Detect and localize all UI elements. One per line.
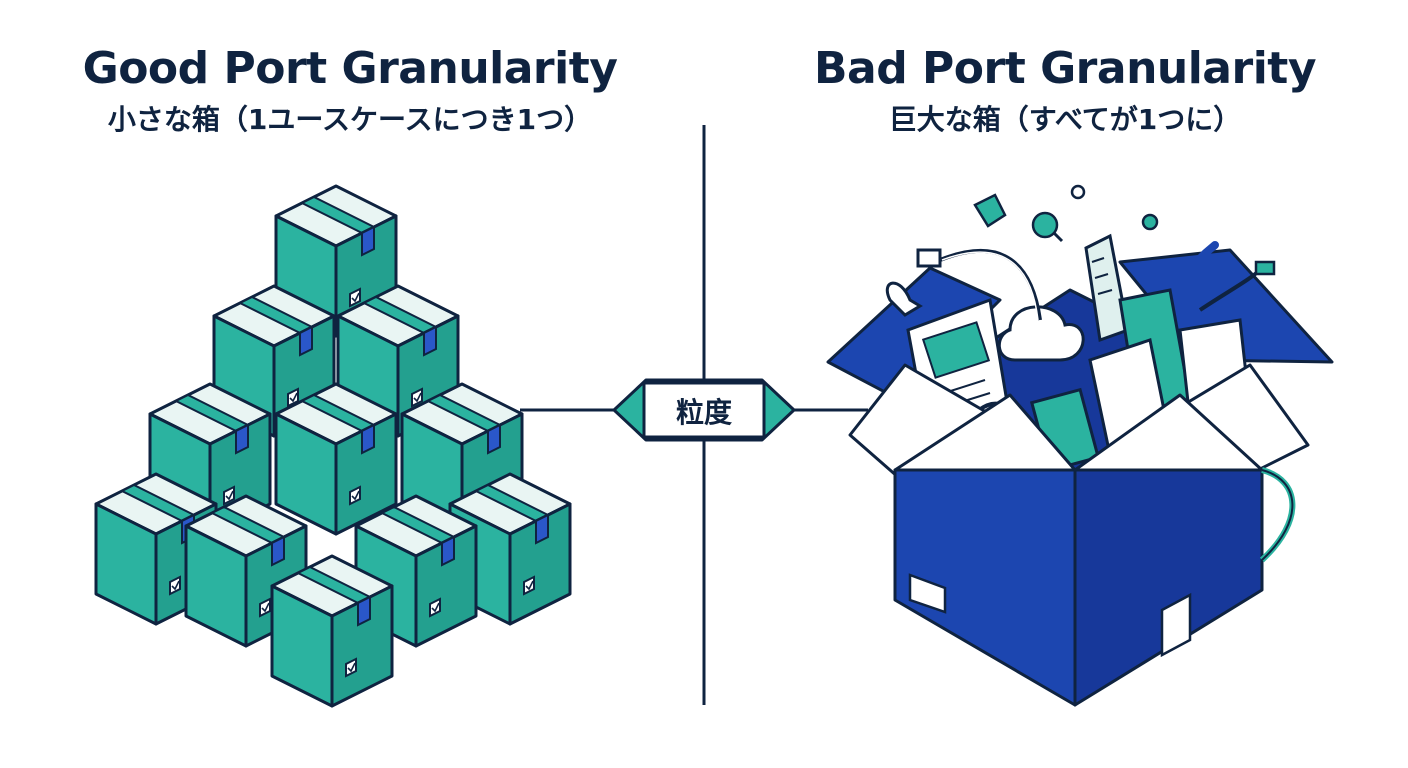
shipping-label <box>908 573 947 614</box>
good-granularity-title: Good Port Granularity <box>82 43 618 94</box>
bad-granularity-title: Bad Port Granularity <box>814 43 1317 94</box>
clip-item <box>885 281 923 317</box>
plug-icon <box>1254 260 1276 276</box>
bad-granularity-heading: Bad Port Granularity 巨大な箱（すべてが1つに） <box>745 42 1385 140</box>
small-boxes-stack <box>94 184 572 708</box>
torn-tape <box>1160 592 1192 658</box>
good-granularity-heading: Good Port Granularity 小さな箱（1ユースケースにつき1つ） <box>30 42 670 140</box>
granularity-badge <box>612 378 796 442</box>
granularity-label: 粒度 <box>675 396 732 429</box>
bad-granularity-subtitle: 巨大な箱（すべてが1つに） <box>888 103 1242 136</box>
cloud-item <box>997 305 1085 362</box>
plug-icon <box>916 248 942 268</box>
debris-shard <box>973 193 1007 228</box>
small-box <box>274 382 398 536</box>
good-granularity-subtitle: 小さな箱（1ユースケースにつき1つ） <box>107 103 593 136</box>
small-box <box>270 554 394 708</box>
box-front-right <box>1073 468 1264 707</box>
cable <box>939 248 1042 321</box>
debris-dot <box>1070 184 1086 200</box>
debris-dot <box>1031 211 1059 239</box>
giant-box <box>826 184 1334 707</box>
debris-dot <box>1141 213 1159 231</box>
